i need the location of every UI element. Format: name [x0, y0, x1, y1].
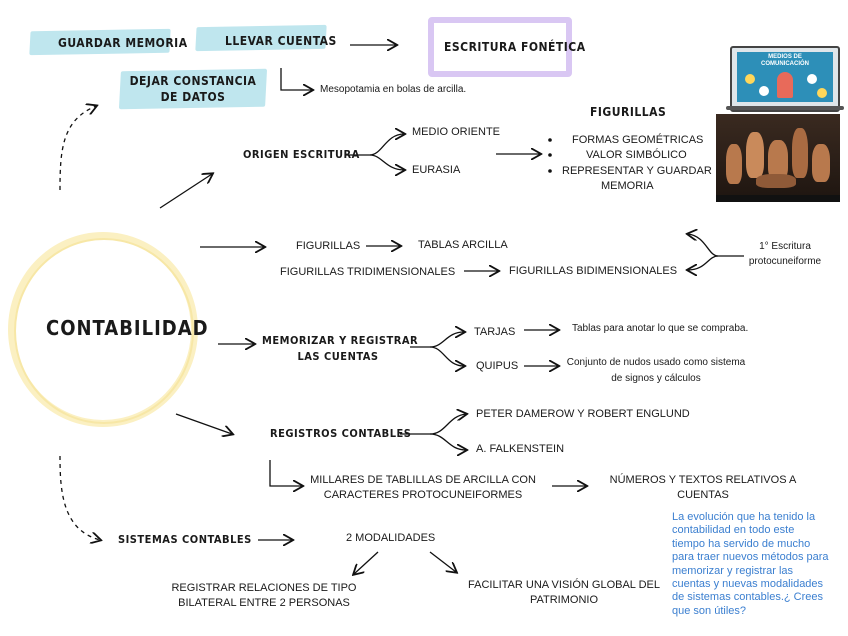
medios-title-1: MEDIOS DE: [768, 54, 802, 60]
escritura-fonetica-box: [428, 17, 572, 77]
modalidades-label: 2 MODALIDADES: [346, 532, 436, 544]
question-line-5: memorizar y registrar las: [672, 564, 794, 577]
dejar-constancia-label: DEJAR CONSTANCIA DE DATOS: [126, 73, 260, 105]
bullet-representar: REPRESENTAR Y GUARDAR: [562, 165, 712, 177]
sistemas-contables-label: SISTEMAS CONTABLES: [118, 533, 252, 546]
bullet-memoria: MEMORIA: [601, 180, 654, 192]
facilitar-text: FACILITAR UNA VISIÓN GLOBAL DEL PATRIMON…: [462, 578, 666, 608]
question-line-4: para traer nuevos métodos para: [672, 551, 829, 564]
quipus-label: QUIPUS: [476, 360, 519, 372]
numeros-line-2: CUENTAS: [677, 489, 729, 501]
numeros-text: NÚMEROS Y TEXTOS RELATIVOS A CUENTAS: [600, 473, 806, 503]
millares-text: MILLARES DE TABLILLAS DE ARCILLA CON CAR…: [306, 473, 540, 503]
memorizar-label: MEMORIZAR Y REGISTRAR LAS CUENTAS: [262, 333, 418, 365]
question-line-7: de sistemas contables.¿ Crees: [672, 591, 824, 604]
figurillas-bidimensionales-label: FIGURILLAS BIDIMENSIONALES: [509, 265, 678, 277]
question-line-8: que son útiles?: [672, 604, 746, 617]
escritura-line-2: protocuneiforme: [748, 256, 822, 267]
facilitar-line-2: PATRIMONIO: [529, 594, 599, 606]
dejar-constancia-line-2: DE DATOS: [160, 90, 226, 104]
figurillas-label: FIGURILLAS: [296, 240, 361, 252]
memorizar-line-1: MEMORIZAR Y REGISTRAR: [262, 334, 419, 347]
registrar-line-2: BILATERAL ENTRE 2 PERSONAS: [178, 597, 350, 609]
figurillas-tridimensionales-label: FIGURILLAS TRIDIMENSIONALES: [280, 266, 456, 278]
registrar-text: REGISTRAR RELACIONES DE TIPO BILATERAL E…: [170, 581, 358, 611]
question-line-3: tiempo ha servido de mucho: [672, 537, 811, 550]
escritura-protocuneiforme: 1° Escritura protocuneiforme: [740, 239, 830, 269]
registros-contables-label: REGISTROS CONTABLES: [270, 427, 412, 440]
registrar-line-1: REGISTRAR RELACIONES DE TIPO: [171, 582, 357, 594]
tarjas-desc: Tablas para anotar lo que se compraba.: [572, 323, 749, 334]
figurillas-title: FIGURILLAS: [590, 105, 667, 119]
escritura-fonetica-label: ESCRITURA FONÉTICA: [444, 40, 586, 54]
millares-line-1: MILLARES DE TABLILLAS DE ARCILLA CON: [310, 474, 536, 486]
medios-title-2: COMUNICACIÓN: [761, 61, 809, 67]
millares-line-2: CARACTERES PROTOCUNEIFORMES: [323, 489, 523, 501]
facilitar-line-1: FACILITAR UNA VISIÓN GLOBAL DEL: [468, 579, 660, 591]
question-paragraph: La evolución que ha tenido la contabilid…: [672, 511, 829, 618]
figurillas-photo: [716, 114, 840, 202]
medio-oriente-label: MEDIO ORIENTE: [412, 126, 501, 138]
question-line-1: La evolución que ha tenido la: [672, 511, 816, 523]
quipus-desc: Conjunto de nudos usado como sistema de …: [566, 355, 746, 387]
origen-escritura-label: ORIGEN ESCRITURA: [243, 148, 360, 161]
memorizar-line-2: LAS CUENTAS: [297, 350, 379, 363]
numeros-line-1: NÚMEROS Y TEXTOS RELATIVOS A: [609, 474, 797, 486]
bullet-valor: VALOR SIMBÓLICO: [586, 149, 687, 161]
guardar-memoria-label: GUARDAR MEMORIA: [58, 36, 188, 50]
quipus-desc-line-2: de signos y cálculos: [611, 373, 701, 384]
falkenstein-label: A. FALKENSTEIN: [476, 443, 565, 455]
contabilidad-title: CONTABILIDAD: [46, 316, 209, 340]
escritura-line-1: 1° Escritura: [759, 241, 811, 252]
question-line-6: cuentas y nuevas modalidades: [672, 578, 824, 591]
damerow-label: PETER DAMEROW Y ROBERT ENGLUND: [476, 408, 690, 420]
llevar-cuentas-label: LLEVAR CUENTAS: [225, 34, 337, 48]
contabilidad-circle-inner: [14, 238, 194, 424]
dejar-constancia-line-1: DEJAR CONSTANCIA: [129, 74, 257, 88]
eurasia-label: EURASIA: [412, 164, 461, 176]
tablas-arcilla-label: TABLAS ARCILLA: [418, 239, 508, 251]
bullet-formas: FORMAS GEOMÉTRICAS: [572, 134, 704, 146]
quipus-desc-line-1: Conjunto de nudos usado como sistema: [566, 357, 746, 368]
tarjas-label: TARJAS: [474, 326, 516, 338]
question-line-2: contabilidad en todo este: [672, 524, 795, 537]
mesopotamia-text: Mesopotamia en bolas de arcilla.: [320, 84, 467, 95]
